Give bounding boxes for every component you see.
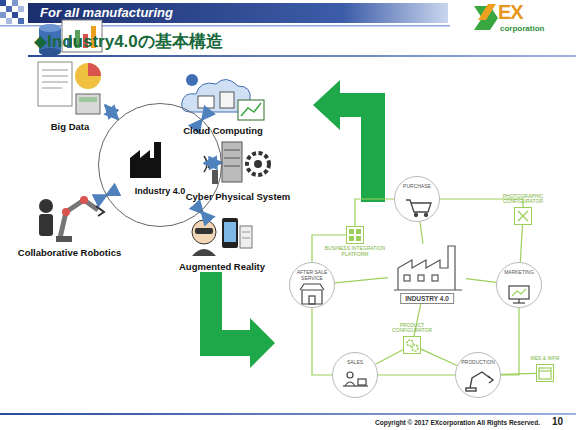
double-arrow (106, 193, 107, 197)
hub-circle: Industry 4.0 (98, 103, 222, 227)
footer-rule (0, 413, 576, 415)
tech-caption: Collaborative Robotics (18, 247, 121, 258)
double-arrow (204, 161, 222, 165)
ar-icon (192, 218, 252, 256)
header-checker (0, 0, 24, 24)
link-line (312, 308, 332, 375)
module-text: MES & WFM (514, 356, 576, 362)
cyber-physical-icon (204, 142, 269, 184)
logo-mark (474, 4, 498, 30)
slide-title: ◆Industry4.0の基本構造 (34, 30, 223, 53)
module-square: PHOTOGRAPHIC CONFIGURATOR (514, 207, 532, 225)
factory-outline (394, 246, 462, 290)
tech-node: Cloud Computing (178, 74, 268, 120)
cloud-icon (182, 74, 264, 120)
grid-icon (349, 229, 361, 241)
photo-icon (518, 211, 528, 221)
process-circle: PRODUCTION (455, 352, 501, 398)
link-line (378, 374, 455, 375)
link-line (420, 222, 423, 244)
monitor-icon (509, 286, 529, 303)
link-line (375, 350, 403, 365)
copyright-note: Copyright © 2017 EXcorporation All Right… (375, 419, 540, 426)
link-line (501, 308, 519, 375)
module-square: BUSINESS INTEGRATION PLATFORM (346, 226, 364, 244)
factory-icon (130, 142, 161, 178)
double-arrow (200, 118, 203, 122)
desk-icon (343, 372, 368, 386)
transition-arrow (200, 272, 275, 368)
module-square: PRODUCT CONFIGURATOR (403, 336, 421, 354)
double-arrow (201, 211, 203, 214)
cart-icon (406, 200, 431, 217)
tech-node: Augmented Reality (190, 214, 254, 256)
process-circle: AFTER SALE SERVICE (289, 262, 335, 308)
link-line (421, 349, 457, 365)
link-line (466, 279, 496, 283)
double-arrow (105, 105, 118, 119)
hub-text: INDUSTRY 4.0 (400, 293, 454, 304)
module-text: PRODUCT CONFIGURATOR (381, 323, 443, 335)
header-text: For all manufacturing (40, 5, 173, 20)
tech-node: Big Data (35, 18, 105, 116)
process-circle: MARKETING (496, 262, 542, 308)
hub-box: INDUSTRY 4.0 (388, 244, 466, 304)
calendar-icon (539, 368, 551, 379)
tech-caption: Augmented Reality (179, 261, 265, 272)
tech-caption: Big Data (51, 121, 90, 132)
page-number: 10 (552, 416, 563, 427)
process-text: PURCHASE (395, 184, 439, 190)
logo-subtext: corporation (500, 24, 544, 33)
link-line (335, 278, 388, 283)
tech-node: Collaborative Robotics (32, 190, 107, 242)
process-circle: PURCHASE (394, 176, 440, 222)
link-line (501, 373, 536, 374)
tech-node: Cyber Physical System (204, 138, 272, 186)
transition-arrow (313, 80, 385, 202)
process-text: SALES (333, 360, 377, 366)
shop-icon (300, 284, 324, 304)
gear-icon (407, 340, 418, 351)
process-text: MARKETING (497, 270, 541, 276)
robot-icon (39, 196, 104, 242)
module-text: PHOTOGRAPHIC CONFIGURATOR (492, 194, 554, 206)
logo-text: EX (498, 1, 523, 24)
title-underline (28, 55, 576, 57)
module-text: BUSINESS INTEGRATION PLATFORM (324, 246, 386, 258)
tech-caption: Cloud Computing (183, 125, 263, 136)
process-circle: SALES (332, 352, 378, 398)
process-text: AFTER SALE SERVICE (290, 270, 334, 282)
link-line (520, 225, 522, 262)
tech-caption: Cyber Physical System (186, 191, 291, 202)
link-line (355, 199, 394, 226)
robot-arm-icon (466, 372, 493, 391)
process-text: PRODUCTION (456, 360, 500, 366)
module-square: MES & WFM (536, 364, 554, 382)
